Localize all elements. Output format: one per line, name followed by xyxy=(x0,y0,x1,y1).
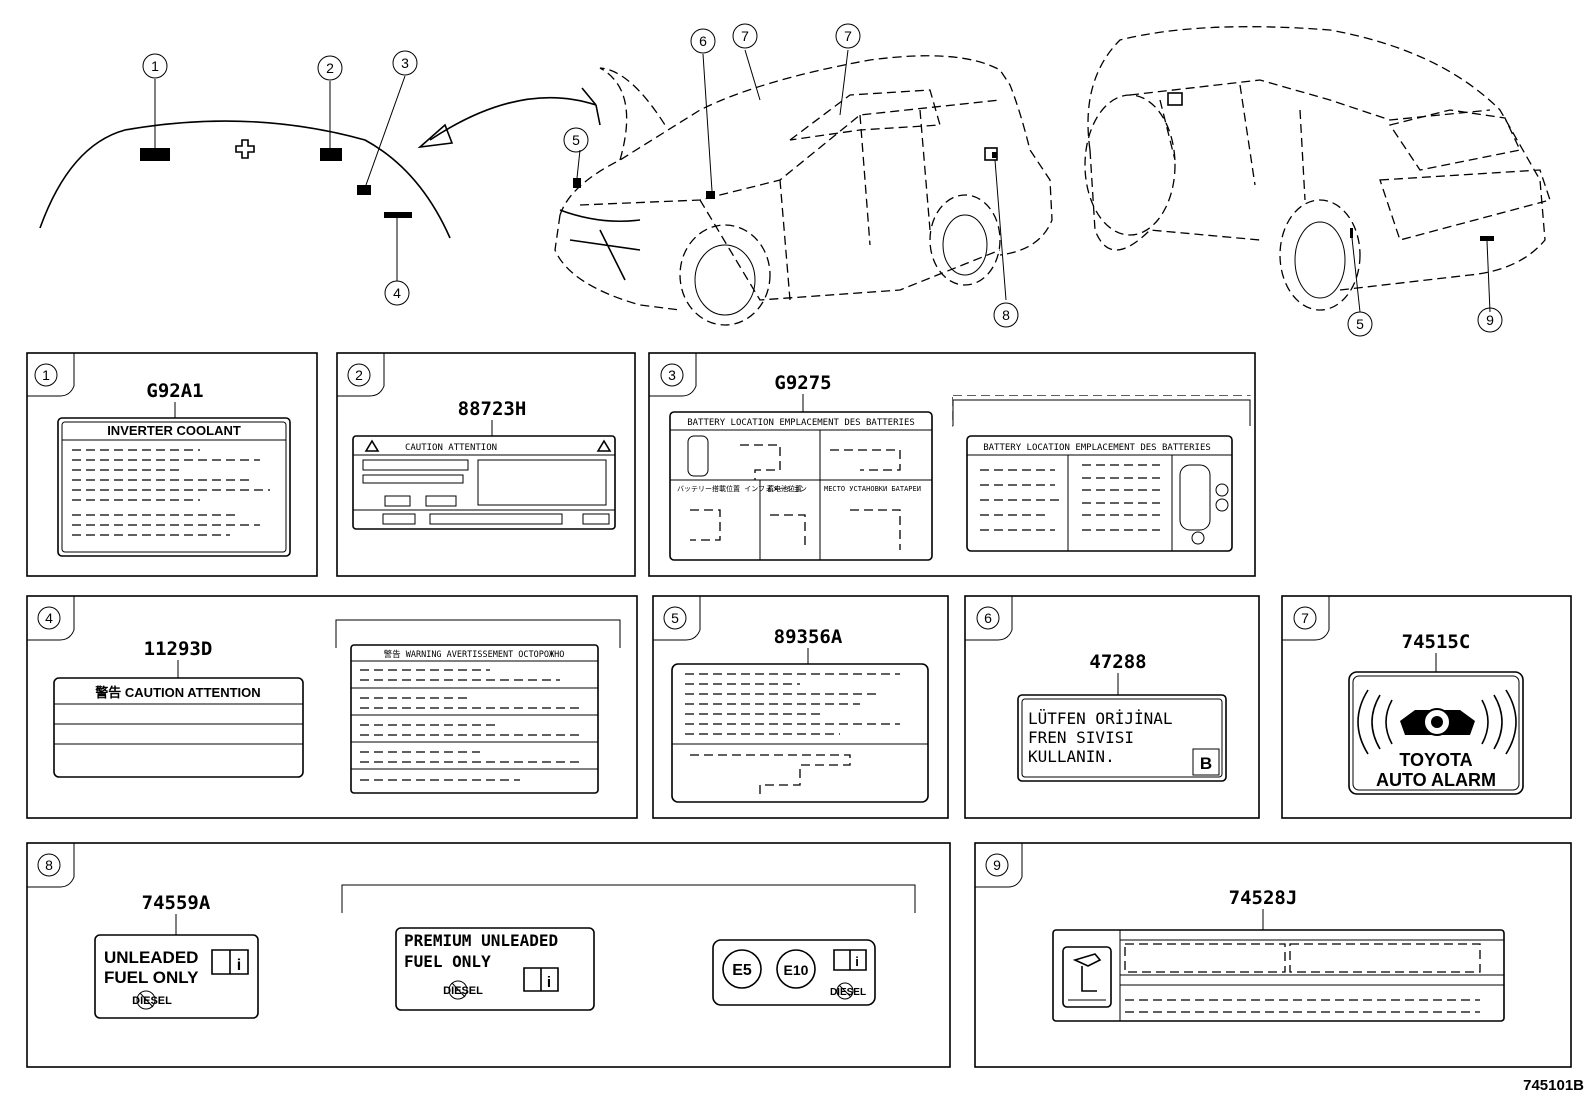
unleaded-line-1: UNLEADED xyxy=(104,948,198,967)
callout-7-b: 7 xyxy=(844,28,852,44)
svg-text:3: 3 xyxy=(668,367,676,383)
caution-attention-title: CAUTION ATTENTION xyxy=(405,443,497,453)
part-number-89356A: 89356A xyxy=(774,626,843,648)
panel-5: 5 89356A xyxy=(652,595,949,819)
panel-6: 6 47288 LÜTFEN ORİJİNAL FREN SIVISI KULL… xyxy=(964,595,1260,819)
panel-9: 9 74528J xyxy=(974,842,1572,1068)
arrow-curve xyxy=(429,96,597,141)
manual-book-icon: i xyxy=(211,949,249,975)
part-number-47288: 47288 xyxy=(1089,651,1146,673)
svg-text:8: 8 xyxy=(45,857,53,873)
callout-8: 8 xyxy=(1002,307,1010,323)
premium-unleaded-line-1: PREMIUM UNLEADED xyxy=(404,931,558,950)
e10-symbol: E10 xyxy=(784,962,809,978)
part-number-11293D: 11293D xyxy=(144,638,213,660)
car-alarm-icon xyxy=(1357,689,1517,755)
caution-attention-warning: 警告 CAUTION ATTENTION xyxy=(95,685,260,700)
panel-4: 4 11293D 警告 CAUTION ATTENTION 警告 WARNING… xyxy=(26,595,638,819)
part-number-G9275: G9275 xyxy=(774,372,831,394)
diesel-prohibited-alt: DIESEL xyxy=(443,985,483,997)
label-mark-1 xyxy=(140,148,170,161)
inverter-coolant-title: INVERTER COOLANT xyxy=(107,423,241,438)
callout-6: 6 xyxy=(699,33,707,49)
premium-unleaded-line-2: FUEL ONLY xyxy=(404,952,491,971)
unleaded-line-2: FUEL ONLY xyxy=(104,968,199,987)
brake-fluid-badge: B xyxy=(1200,754,1212,773)
battery-location-alt-title: BATTERY LOCATION EMPLACEMENT DES BATTERI… xyxy=(983,443,1211,453)
callout-3: 3 xyxy=(401,55,409,71)
diesel-prohibited: DIESEL xyxy=(132,995,172,1007)
panel-7: 7 74515C TOYOTA AUTO ALARM xyxy=(1281,595,1572,819)
manual-book-icon-alt: i xyxy=(523,967,559,992)
mirror-mount-icon xyxy=(235,139,255,159)
toyota-text: TOYOTA xyxy=(1399,750,1472,770)
manual-book-icon-e: i xyxy=(833,949,867,971)
label-mark-4 xyxy=(384,212,412,218)
svg-text:i: i xyxy=(547,974,551,991)
svg-text:7: 7 xyxy=(1301,610,1309,626)
callout-2: 2 xyxy=(326,60,334,76)
top-callouts: 1 2 3 4 5 6 7 7 8 5 9 xyxy=(142,23,1503,337)
brake-fluid-line-2: FREN SIVISI xyxy=(1028,728,1134,747)
brake-fluid-line-3: KULLANIN. xyxy=(1028,747,1115,766)
warning-alt-title: 警告 WARNING AVERTISSEMENT ОСТОРОЖНО xyxy=(384,649,565,660)
panel-1: 1 G92A1 INVERTER COOLANT xyxy=(26,352,318,577)
diagram-code: 745101B xyxy=(1523,1077,1584,1094)
callout-5-rear: 5 xyxy=(1356,316,1364,332)
svg-text:1: 1 xyxy=(42,367,50,383)
part-number-G92A1: G92A1 xyxy=(146,380,203,402)
callout-9: 9 xyxy=(1486,312,1494,328)
auto-alarm-text: AUTO ALARM xyxy=(1376,770,1496,790)
svg-text:2: 2 xyxy=(355,367,363,383)
callout-7-a: 7 xyxy=(741,28,749,44)
panel-2: 2 88723H CAUTION ATTENTION xyxy=(336,352,636,577)
front-vehicle-drawing xyxy=(554,49,1053,326)
e5-symbol: E5 xyxy=(732,962,752,979)
battery-ru-label: МЕСТО УСТАНОВКИ БАТАРЕИ xyxy=(824,485,921,493)
callout-5-front: 5 xyxy=(572,132,580,148)
part-number-88723H: 88723H xyxy=(458,398,527,420)
panel-8: 8 74559A UNLEADED FUEL ONLY i DIESEL PRE… xyxy=(26,842,951,1068)
battery-cn-label: 蓄电池位置 xyxy=(767,484,802,493)
part-number-74528J: 74528J xyxy=(1229,887,1298,909)
callout-4: 4 xyxy=(393,285,401,301)
rear-vehicle-drawing xyxy=(1084,26,1551,313)
svg-text:9: 9 xyxy=(993,857,1001,873)
svg-text:6: 6 xyxy=(984,610,992,626)
svg-text:i: i xyxy=(237,957,241,974)
diesel-prohibited-e: DIESEL xyxy=(830,987,866,998)
panel-3: 3 G9275 BATTERY LOCATION EMPLACEMENT DES… xyxy=(648,352,1256,577)
battery-location-title: BATTERY LOCATION EMPLACEMENT DES BATTERI… xyxy=(687,418,915,428)
label-mark-3 xyxy=(357,185,371,195)
battery-jp-label: バッテリー搭載位置 インフォメーション xyxy=(677,484,807,493)
part-number-74559A: 74559A xyxy=(142,892,211,914)
windshield-detail xyxy=(39,75,601,281)
svg-text:5: 5 xyxy=(671,610,679,626)
callout-1: 1 xyxy=(151,58,159,74)
svg-text:4: 4 xyxy=(45,610,53,626)
brake-fluid-line-1: LÜTFEN ORİJİNAL xyxy=(1028,709,1173,728)
svg-text:i: i xyxy=(855,954,859,969)
label-mark-2 xyxy=(320,148,342,161)
part-number-74515C: 74515C xyxy=(1402,631,1471,653)
